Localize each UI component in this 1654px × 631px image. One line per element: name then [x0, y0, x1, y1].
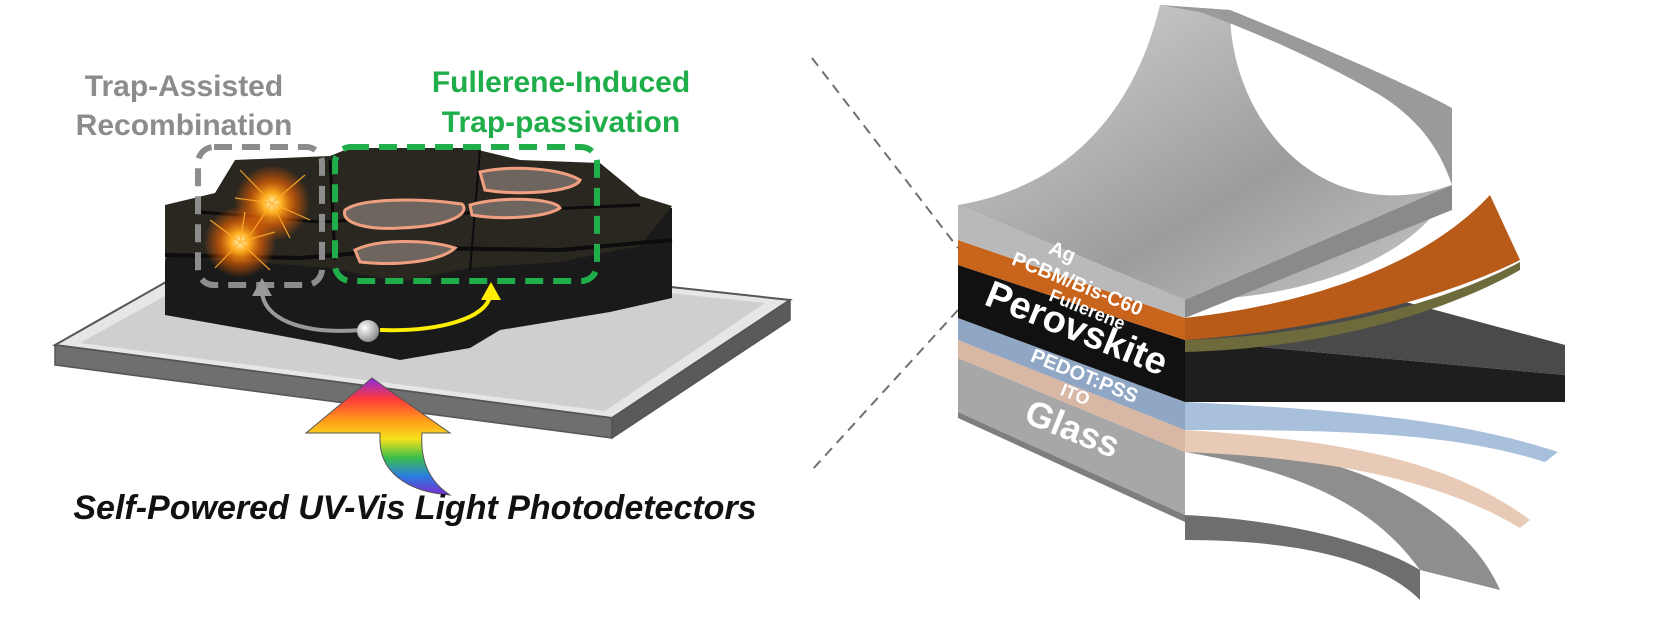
passivation-label-line1: Fullerene-Induced [432, 66, 690, 99]
layer-ag [958, 5, 1452, 318]
electron-ball [357, 320, 379, 342]
layer-pedot [958, 318, 1558, 462]
layer-ito [958, 340, 1530, 528]
trap-label-line1: Trap-Assisted [85, 70, 283, 103]
layer-perovskite [958, 265, 1565, 402]
layer-fullerene [958, 195, 1520, 352]
zoom-guide-lines [811, 57, 959, 471]
electron-paths [252, 278, 501, 333]
trap-label-line2: Recombination [76, 109, 293, 142]
layer-glass [958, 358, 1500, 600]
recombination-sparks [204, 165, 311, 278]
layer-stack: Ag PCBM/Bis-C60 Fullerene Perovskite PED… [958, 5, 1565, 600]
left-panel: Trap-Assisted Recombination Fullerene-In… [51, 66, 793, 527]
passivation-box [332, 144, 600, 284]
caption: Self-Powered UV-Vis Light Photodetectors [73, 489, 756, 527]
passivation-label-line2: Trap-passivation [442, 106, 680, 139]
light-arrow-icon [304, 377, 452, 496]
